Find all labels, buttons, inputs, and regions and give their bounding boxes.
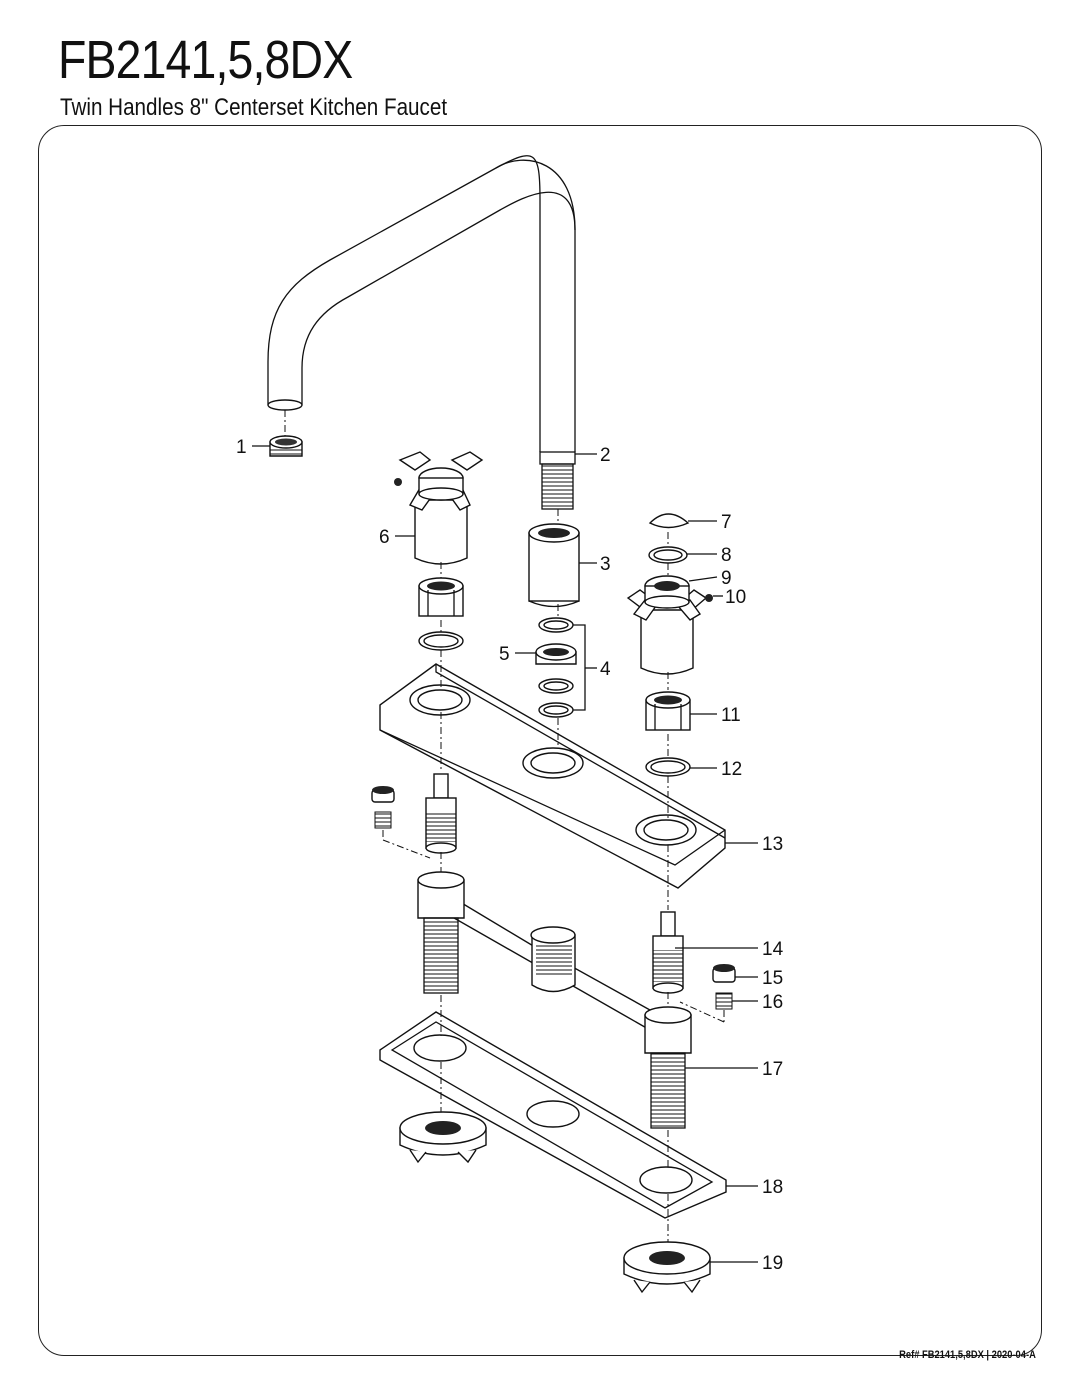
leader-lines (252, 445, 758, 1263)
o-ring-set (535, 617, 577, 718)
callout-5: 5 (499, 644, 510, 665)
product-description: Twin Handles 8" Centerset Kitchen Faucet (60, 94, 448, 121)
seat (712, 964, 736, 983)
callout-8: 8 (721, 545, 732, 566)
callout-10: 10 (725, 587, 746, 608)
callout-7: 7 (721, 512, 732, 533)
right-cross-handle (626, 575, 713, 675)
reference-number: Ref# FB2141,5,8DX | 2020-04-A (899, 1349, 1036, 1361)
callout-19: 19 (762, 1253, 783, 1274)
right-bonnet-nut (645, 691, 691, 731)
callout-9: 9 (721, 568, 732, 589)
center-lines (284, 410, 725, 1242)
left-cross-handle (394, 451, 484, 565)
model-title: FB2141,5,8DX (58, 30, 353, 90)
callout-1: 1 (236, 437, 247, 458)
callout-16: 16 (762, 992, 783, 1013)
callout-17: 17 (762, 1059, 783, 1080)
right-o-ring (645, 757, 691, 777)
aerator (269, 435, 303, 457)
callout-11: 11 (721, 705, 741, 726)
right-cartridge (652, 911, 684, 994)
callout-13: 13 (762, 834, 783, 855)
callout-3: 3 (600, 554, 611, 575)
right-mounting-nut (623, 1241, 711, 1294)
left-seat-and-spring (371, 786, 395, 829)
callout-4: 4 (600, 659, 611, 680)
callout-12: 12 (721, 759, 742, 780)
callouts: 1 2 3 4 5 6 7 8 9 10 11 12 13 14 15 16 1… (236, 437, 784, 1274)
left-cartridge (425, 773, 457, 854)
gasket (379, 1011, 727, 1219)
valve-body (417, 871, 692, 1129)
diagram-frame (38, 125, 1042, 1356)
callout-18: 18 (762, 1177, 783, 1198)
left-mounting-nut (399, 1111, 487, 1164)
spout (267, 155, 576, 510)
callout-15: 15 (762, 968, 783, 989)
callout-14: 14 (762, 939, 784, 960)
deck-plate (379, 663, 726, 889)
callout-2: 2 (600, 445, 611, 466)
callout-6: 6 (379, 527, 390, 548)
index-cap (648, 513, 690, 529)
left-bonnet-nut (418, 577, 464, 617)
spring (715, 992, 733, 1010)
left-o-ring (418, 631, 464, 651)
spout-nut (528, 523, 580, 608)
cap-ring (648, 546, 688, 564)
